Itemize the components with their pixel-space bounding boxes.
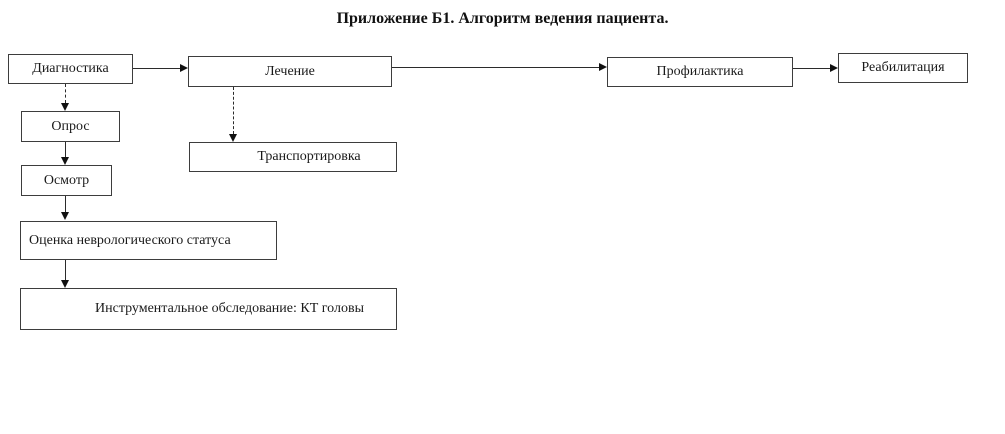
arrow-diagnostics-survey-head (61, 103, 69, 111)
node-treatment: Лечение (188, 56, 392, 87)
arrow-examination-neuro-status-line (65, 196, 66, 212)
arrow-treatment-transport-dashed-line (233, 87, 234, 134)
node-rehabilitation: Реабилитация (838, 53, 968, 83)
arrow-treatment-prevention-head (599, 63, 607, 71)
diagram-title: Приложение Б1. Алгоритм ведения пациента… (336, 10, 669, 27)
arrow-treatment-prevention-line (392, 67, 599, 68)
arrow-prevention-rehabilitation-line (793, 68, 830, 69)
node-examination: Осмотр (21, 165, 112, 196)
arrow-treatment-transport-head (229, 134, 237, 142)
arrow-survey-examination-head (61, 157, 69, 165)
node-survey: Опрос (21, 111, 120, 142)
node-prevention: Профилактика (607, 57, 793, 87)
arrow-examination-neuro-status-head (61, 212, 69, 220)
arrow-survey-examination-line (65, 142, 66, 157)
node-neuro-status: Оценка неврологического статуса (20, 221, 277, 260)
node-diagnostics: Диагностика (8, 54, 133, 84)
arrow-diagnostics-treatment-head (180, 64, 188, 72)
arrow-prevention-rehabilitation-head (830, 64, 838, 72)
arrow-neuro-status-ct-head-head (61, 280, 69, 288)
node-transport: Транспортировка (189, 142, 397, 172)
arrow-neuro-status-ct-head-line (65, 260, 66, 280)
arrow-diagnostics-survey-dashed-line (65, 84, 66, 103)
arrow-diagnostics-treatment-line (133, 68, 180, 69)
node-ct-head: Инструментальное обследование: КТ головы (20, 288, 397, 330)
